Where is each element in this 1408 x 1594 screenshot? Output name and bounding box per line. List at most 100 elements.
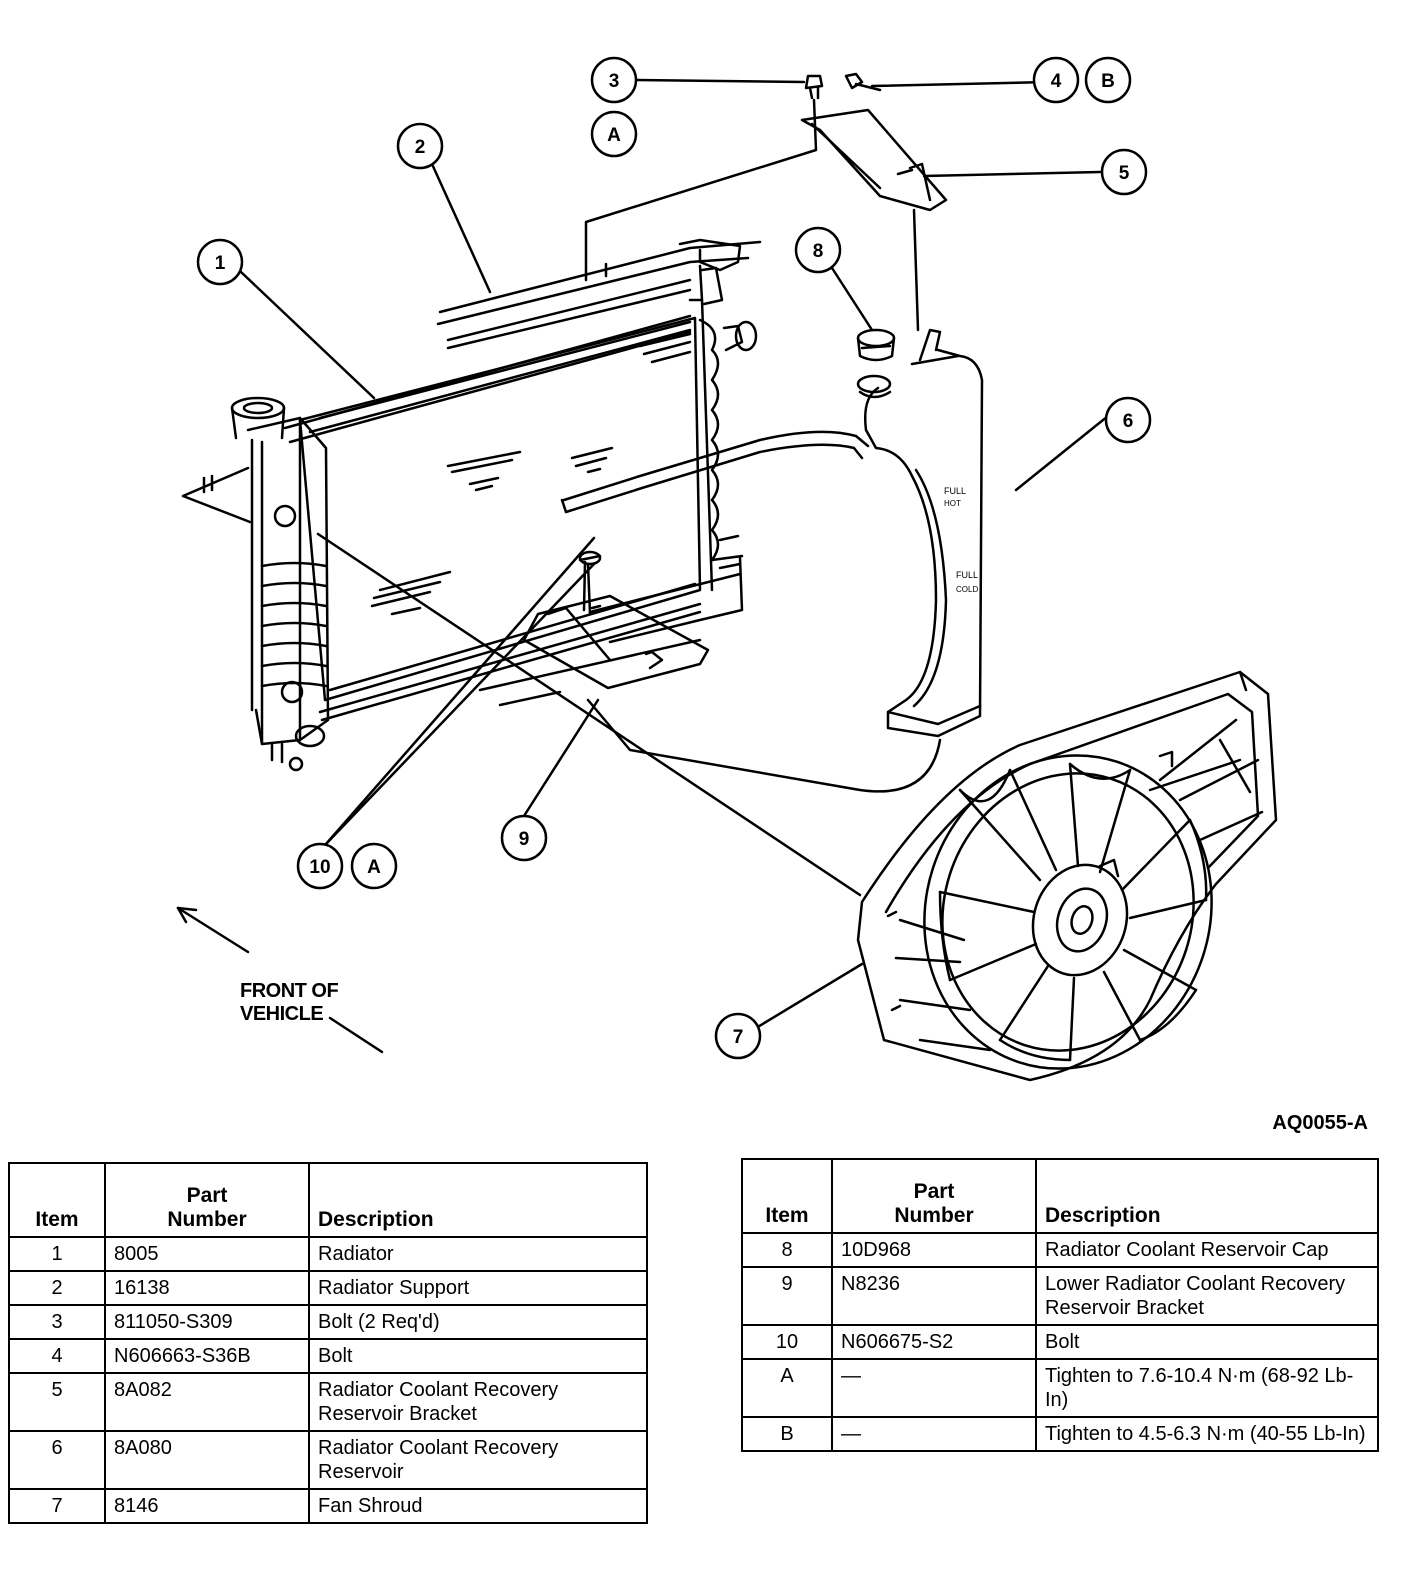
callout-10: 10 — [296, 842, 344, 890]
cell-item: 5 — [8, 1372, 106, 1432]
svg-text:8: 8 — [813, 241, 824, 262]
callout-6: 6 — [1104, 396, 1152, 444]
table-header-row: Item Part Number Description — [8, 1162, 648, 1238]
callout-a-top: A — [590, 110, 638, 158]
radiator — [181, 266, 758, 772]
cell-description: Radiator Coolant Reservoir Cap — [1035, 1232, 1379, 1268]
callout-a-bottom: A — [350, 842, 398, 890]
cell-item: B — [741, 1416, 833, 1452]
cell-description: Radiator — [308, 1236, 648, 1272]
cell-item: 6 — [8, 1430, 106, 1490]
bolt-3-route-line — [584, 98, 818, 282]
reservoir-mark-full-hot: FULL — [944, 486, 966, 496]
callout-3: 3 — [590, 56, 638, 104]
cell-item: 7 — [8, 1488, 106, 1524]
front-arrow-head — [176, 906, 198, 924]
header-part-line1: Part — [913, 1180, 955, 1203]
table-header-row: Item Part Number Description — [741, 1158, 1379, 1234]
cell-description: Tighten to 4.5-6.3 N·m (40-55 Lb-In) — [1035, 1416, 1379, 1452]
front-of-vehicle-label: FRONT OF VEHICLE — [240, 980, 339, 1026]
lower-reservoir-bracket — [522, 550, 710, 690]
cell-item: 1 — [8, 1236, 106, 1272]
front-label-line1: FRONT OF — [240, 980, 339, 1002]
radiator-support — [436, 238, 762, 707]
cell-item: 4 — [8, 1338, 106, 1374]
front-arrow-lower — [328, 1016, 384, 1054]
cell-item: 9 — [741, 1266, 833, 1326]
figure-id: AQ0055-A — [1272, 1112, 1368, 1134]
exploded-view-diagram: FULL HOT FULL COLD — [176, 56, 1278, 1082]
header-description: Description — [1035, 1158, 1379, 1234]
header-item: Item — [741, 1158, 833, 1234]
callout-1: 1 — [196, 238, 244, 286]
header-item: Item — [8, 1162, 106, 1238]
cell-description: Bolt — [308, 1338, 648, 1374]
bolt-10-route-line — [582, 560, 587, 612]
cell-item: 2 — [8, 1270, 106, 1306]
cell-description: Bolt — [1035, 1324, 1379, 1360]
svg-text:4: 4 — [1051, 71, 1062, 92]
cell-description: Radiator Support — [308, 1270, 648, 1306]
callout-4: 4 — [1032, 56, 1080, 104]
svg-text:3: 3 — [609, 71, 620, 92]
svg-text:7: 7 — [733, 1027, 744, 1048]
callout-7: 7 — [714, 1012, 762, 1060]
callout-8: 8 — [794, 226, 842, 274]
svg-text:9: 9 — [519, 829, 530, 850]
svg-text:A: A — [367, 857, 381, 878]
header-part-line2: Number — [167, 1208, 247, 1231]
callout-5: 5 — [1100, 148, 1148, 196]
cell-item: 8 — [741, 1232, 833, 1268]
cell-description: Lower Radiator Coolant Recovery Reservoi… — [1035, 1266, 1379, 1326]
cell-item: A — [741, 1358, 833, 1418]
cell-part-number: — — [831, 1358, 1037, 1418]
header-part-number: Part Number — [831, 1158, 1037, 1234]
header-description: Description — [308, 1162, 648, 1238]
bolt-3 — [804, 74, 824, 100]
cell-part-number: N606663-S36B — [104, 1338, 310, 1374]
cell-description: Radiator Coolant Recovery Reservoir — [308, 1430, 648, 1490]
upper-reservoir-bracket — [800, 108, 948, 332]
header-part-line1: Part — [186, 1184, 228, 1207]
cell-part-number: 16138 — [104, 1270, 310, 1306]
table-row: B—Tighten to 4.5-6.3 N·m (40-55 Lb-In) — [741, 1416, 1379, 1452]
fan-shroud — [856, 670, 1278, 1082]
reservoir-mark-full-cold: FULL — [956, 570, 978, 580]
reservoir-cap — [856, 328, 896, 362]
header-part-number: Part Number — [104, 1162, 310, 1238]
svg-text:5: 5 — [1119, 163, 1130, 184]
cell-part-number: N8236 — [831, 1266, 1037, 1326]
cell-description: Tighten to 7.6-10.4 N·m (68-92 Lb-In) — [1035, 1358, 1379, 1418]
cell-part-number: 10D968 — [831, 1232, 1037, 1268]
svg-text:B: B — [1101, 71, 1115, 92]
svg-text:10: 10 — [309, 857, 330, 878]
coolant-recovery-reservoir: FULL HOT FULL COLD — [856, 328, 984, 738]
svg-text:2: 2 — [415, 137, 426, 158]
callout-9: 9 — [500, 814, 548, 862]
svg-text:1: 1 — [215, 253, 226, 274]
callout-b-top: B — [1084, 56, 1132, 104]
front-arrow-upper — [176, 906, 250, 954]
cell-part-number: — — [831, 1416, 1037, 1452]
cell-part-number: 8146 — [104, 1488, 310, 1524]
reservoir-mark-cold: COLD — [956, 585, 978, 594]
cell-part-number: N606675-S2 — [831, 1324, 1037, 1360]
table-row: A—Tighten to 7.6-10.4 N·m (68-92 Lb-In) — [741, 1358, 1379, 1418]
svg-text:6: 6 — [1123, 411, 1134, 432]
cell-item: 3 — [8, 1304, 106, 1340]
leader-lines — [239, 78, 1110, 1030]
front-label-line2: VEHICLE — [240, 1003, 324, 1025]
header-part-line2: Number — [894, 1204, 974, 1227]
cell-part-number: 8A080 — [104, 1430, 310, 1490]
